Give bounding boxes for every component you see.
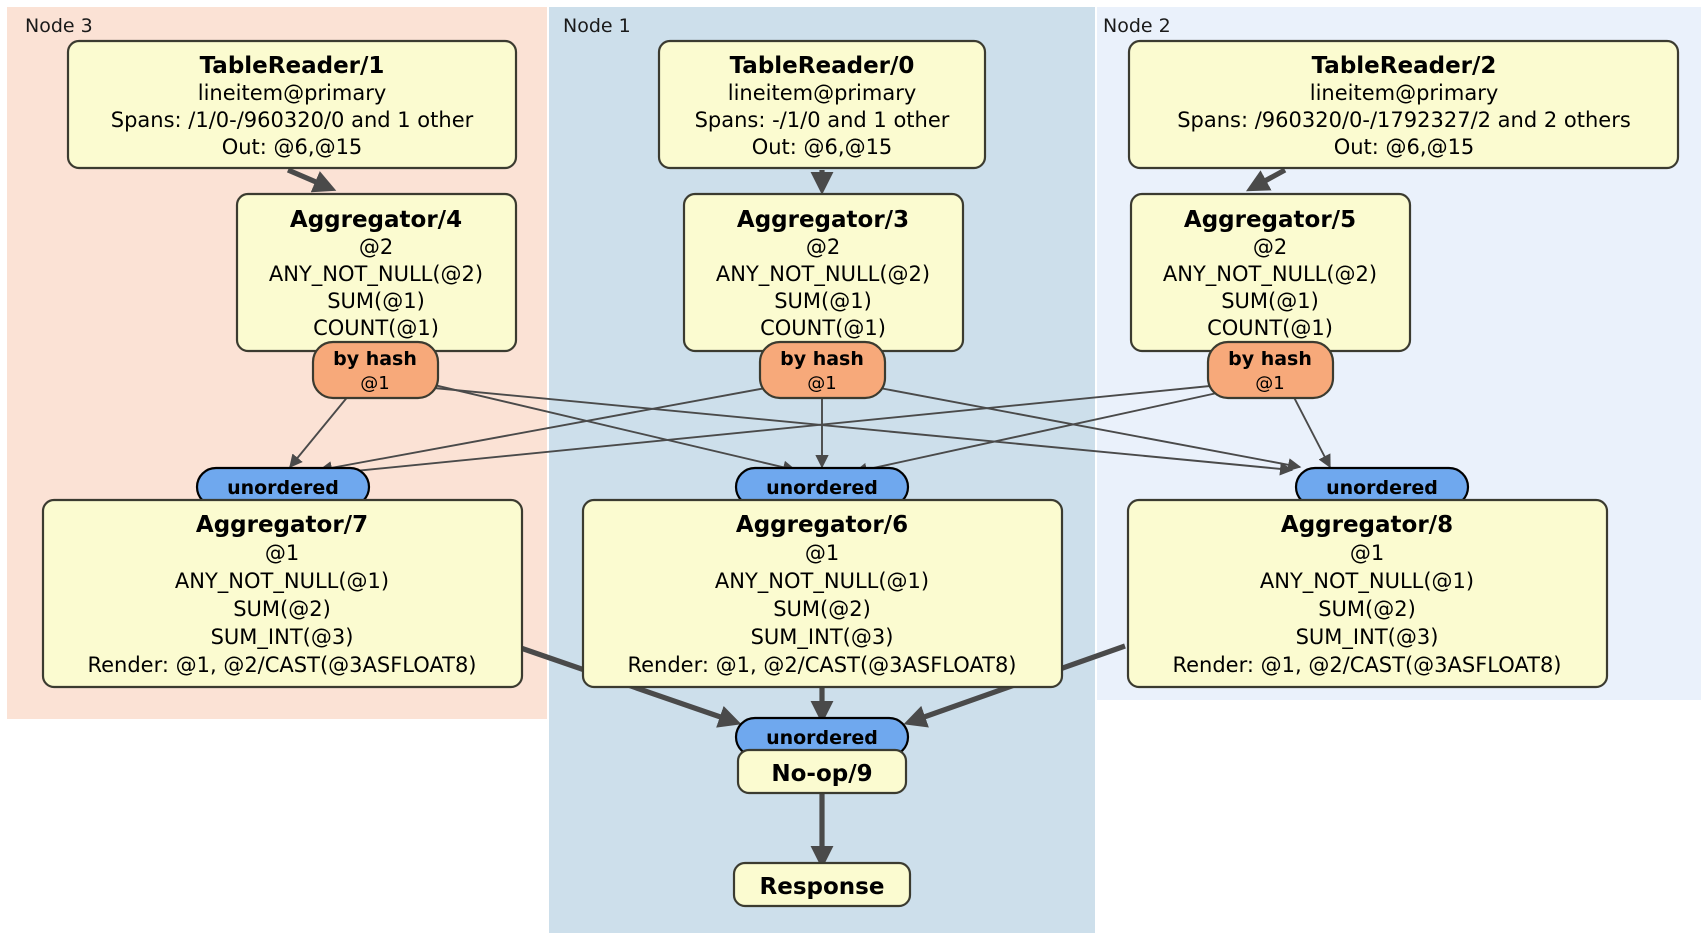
processor-aggregator-6[interactable]: Aggregator/6 @1 ANY_NOT_NULL(@1) SUM(@2)… [581, 498, 1064, 689]
aggregator-6-line-1: ANY_NOT_NULL(@1) [715, 569, 929, 594]
table-reader-1-line-2: Out: @6,@15 [222, 135, 363, 159]
edge-hashmid-to-unordered-left [318, 382, 794, 475]
edges-reader-to-aggregator [286, 167, 1287, 195]
router-hash-mid-sub: @1 [807, 373, 836, 394]
aggregator-7-line-1: ANY_NOT_NULL(@1) [175, 569, 389, 594]
edge-hashmid-to-unordered-right [852, 382, 1302, 472]
router-hash-mid[interactable]: by hash @1 [758, 340, 887, 400]
aggregator-7-line-2: SUM(@2) [233, 597, 331, 621]
router-hash-right[interactable]: by hash @1 [1206, 340, 1335, 400]
table-reader-2-line-0: lineitem@primary [1310, 81, 1499, 105]
processor-noop-9[interactable]: No-op/9 [736, 748, 908, 795]
aggregator-5-line-3: COUNT(@1) [1207, 316, 1333, 340]
aggregator-5-line-2: SUM(@1) [1221, 289, 1319, 313]
processor-response[interactable]: Response [732, 861, 912, 908]
aggregator-4-line-3: COUNT(@1) [313, 316, 439, 340]
table-reader-0-line-2: Out: @6,@15 [752, 135, 893, 159]
processor-aggregator-7[interactable]: Aggregator/7 @1 ANY_NOT_NULL(@1) SUM(@2)… [41, 498, 524, 689]
edge-hashright-to-unordered-mid [853, 387, 1241, 476]
router-hash-right-sub: @1 [1255, 373, 1284, 394]
processor-aggregator-5[interactable]: Aggregator/5 @2 ANY_NOT_NULL(@2) SUM(@1)… [1129, 192, 1412, 353]
aggregator-6-line-2: SUM(@2) [773, 597, 871, 621]
aggregator-7-line-3: SUM_INT(@3) [211, 625, 354, 650]
router-unordered-final[interactable]: unordered [734, 716, 910, 758]
aggregator-8-title: Aggregator/8 [1281, 512, 1453, 538]
edge-reader2-to-agg5 [1245, 167, 1287, 192]
edges-hash-mesh [289, 377, 1331, 480]
processor-table-reader-2[interactable]: TableReader/2 lineitem@primary Spans: /9… [1127, 39, 1680, 170]
edge-reader1-to-agg4 [286, 167, 337, 193]
processor-table-reader-0[interactable]: TableReader/0 lineitem@primary Spans: -/… [657, 39, 987, 170]
aggregator-8-line-4: Render: @1, @2/CAST(@3ASFLOAT8) [1172, 653, 1561, 677]
table-reader-1-line-0: lineitem@primary [198, 81, 387, 105]
edge-hashright-to-unordered-left [323, 382, 1241, 480]
panel-label-node-3: Node 3 [25, 15, 93, 37]
edge-hashleft-to-unordered-mid [412, 379, 797, 474]
table-reader-2-line-1: Spans: /960320/0-/1792327/2 and 2 others [1177, 108, 1631, 132]
table-reader-0-line-1: Spans: -/1/0 and 1 other [695, 108, 950, 132]
processor-table-reader-1[interactable]: TableReader/1 lineitem@primary Spans: /1… [66, 39, 518, 170]
aggregator-6-line-4: Render: @1, @2/CAST(@3ASFLOAT8) [627, 653, 1016, 677]
aggregator-5-line-1: ANY_NOT_NULL(@2) [1163, 262, 1377, 287]
aggregator-3-line-0: @2 [806, 235, 840, 259]
router-hash-left-sub: @1 [360, 373, 389, 394]
table-reader-2-line-2: Out: @6,@15 [1334, 135, 1475, 159]
router-unordered-mid[interactable]: unordered [734, 466, 910, 508]
aggregator-8-line-2: SUM(@2) [1318, 597, 1416, 621]
router-hash-left-title: by hash [333, 348, 417, 370]
table-reader-1-title: TableReader/1 [200, 53, 385, 79]
aggregator-3-title: Aggregator/3 [737, 207, 909, 233]
aggregator-7-line-4: Render: @1, @2/CAST(@3ASFLOAT8) [87, 653, 476, 677]
panel-label-node-2: Node 2 [1103, 15, 1171, 37]
aggregator-4-title: Aggregator/4 [290, 207, 462, 233]
router-unordered-right[interactable]: unordered [1294, 466, 1470, 508]
panel-label-node-1: Node 1 [563, 15, 631, 37]
aggregator-6-line-0: @1 [805, 541, 839, 565]
aggregator-6-line-3: SUM_INT(@3) [751, 625, 894, 650]
aggregator-8-line-1: ANY_NOT_NULL(@1) [1260, 569, 1474, 594]
router-unordered-mid-title: unordered [766, 477, 878, 499]
aggregator-7-line-0: @1 [265, 541, 299, 565]
aggregator-7-title: Aggregator/7 [196, 512, 368, 538]
processor-aggregator-8[interactable]: Aggregator/8 @1 ANY_NOT_NULL(@1) SUM(@2)… [1126, 498, 1609, 689]
aggregator-4-line-2: SUM(@1) [327, 289, 425, 313]
router-hash-mid-title: by hash [780, 348, 864, 370]
aggregator-3-line-2: SUM(@1) [774, 289, 872, 313]
router-hash-left[interactable]: by hash @1 [311, 340, 440, 400]
aggregator-5-line-0: @2 [1253, 235, 1287, 259]
aggregator-4-line-0: @2 [359, 235, 393, 259]
aggregator-5-title: Aggregator/5 [1184, 207, 1356, 233]
table-reader-0-line-0: lineitem@primary [728, 81, 917, 105]
table-reader-2-title: TableReader/2 [1312, 53, 1497, 79]
aggregator-6-title: Aggregator/6 [736, 512, 908, 538]
noop-9-title: No-op/9 [771, 761, 872, 787]
aggregator-4-line-1: ANY_NOT_NULL(@2) [269, 262, 483, 287]
edge-hashleft-to-unordered-right [412, 385, 1294, 476]
processor-aggregator-4[interactable]: Aggregator/4 @2 ANY_NOT_NULL(@2) SUM(@1)… [235, 192, 518, 353]
aggregator-3-line-1: ANY_NOT_NULL(@2) [716, 262, 930, 287]
table-reader-0-title: TableReader/0 [730, 53, 915, 79]
processor-aggregator-3[interactable]: Aggregator/3 @2 ANY_NOT_NULL(@2) SUM(@1)… [682, 192, 965, 353]
aggregator-3-line-3: COUNT(@1) [760, 316, 886, 340]
router-unordered-right-title: unordered [1326, 477, 1438, 499]
router-hash-right-title: by hash [1228, 348, 1312, 370]
router-unordered-final-title: unordered [766, 727, 878, 749]
response-title: Response [760, 874, 885, 900]
aggregator-8-line-0: @1 [1350, 541, 1384, 565]
table-reader-1-line-1: Spans: /1/0-/960320/0 and 1 other [111, 108, 474, 132]
aggregator-8-line-3: SUM_INT(@3) [1296, 625, 1439, 650]
router-unordered-left-title: unordered [227, 477, 339, 499]
